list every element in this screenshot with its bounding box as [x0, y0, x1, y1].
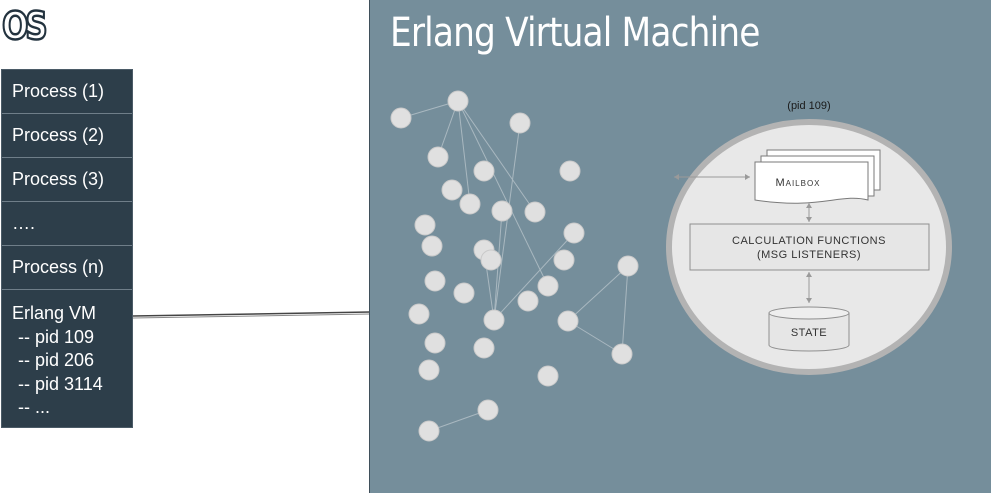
arrowhead-icon: [806, 298, 812, 303]
os-process-list: Process (1) Process (2) Process (3) …. P…: [1, 69, 133, 428]
graph-edge: [493, 122, 521, 321]
graph-node: [424, 270, 446, 292]
process-item: Process (n): [2, 246, 132, 290]
erlang-vm-label: Erlang VM: [12, 303, 97, 323]
mailbox: Mailbox: [754, 149, 881, 204]
graph-node: [524, 201, 546, 223]
graph-edge: [567, 265, 629, 322]
graph-node: [421, 235, 443, 257]
graph-node: [509, 112, 531, 134]
graph-node: [491, 200, 513, 222]
graph-node: [617, 255, 639, 277]
graph-node: [424, 332, 446, 354]
connector-line: [132, 311, 371, 317]
listeners-label: (MSG LISTENERS): [757, 249, 861, 261]
graph-edge: [457, 100, 471, 205]
process-item: Process (1): [2, 70, 132, 114]
calculation-functions-box: [689, 223, 930, 271]
os-logo: OS: [1, 4, 49, 48]
graph-node: [480, 249, 502, 271]
vm-pid-item: -- pid 109: [18, 326, 95, 347]
arrowhead-icon: [806, 272, 812, 277]
process-detail: (pid 109) Mailbox CALCULATION FUNCTIONS …: [666, 100, 952, 375]
graph-node: [559, 160, 581, 182]
arrowhead-icon: [745, 174, 750, 180]
graph-node: [611, 343, 633, 365]
arrowhead-icon: [806, 203, 812, 208]
graph-node: [477, 399, 499, 421]
graph-node: [473, 337, 495, 359]
vm-title: Erlang Virtual Machine: [390, 10, 760, 56]
graph-node: [563, 222, 585, 244]
graph-nodes: [390, 90, 639, 442]
graph-node: [441, 179, 463, 201]
graph-node: [414, 214, 436, 236]
state-cylinder-icon: STATE: [768, 306, 850, 352]
graph-node: [473, 160, 495, 182]
graph-edge: [457, 100, 536, 213]
graph-node: [418, 420, 440, 442]
connector-line: [132, 313, 371, 319]
graph-edge: [493, 232, 575, 321]
graph-edge: [457, 100, 549, 287]
vm-pid-item: -- pid 206: [18, 350, 95, 370]
process-item: Process (2): [2, 114, 132, 158]
graph-node: [557, 310, 579, 332]
pid-label: (pid 109): [787, 100, 830, 112]
graph-node: [408, 303, 430, 325]
erlang-vm-process: Erlang VM -- pid 109 -- pid 206 -- pid 3…: [2, 290, 132, 427]
graph-node: [459, 193, 481, 215]
arrowhead-icon: [806, 217, 812, 222]
graph-node: [453, 282, 475, 304]
vm-pid-item: -- ...: [18, 397, 50, 417]
functions-label: CALCULATION FUNCTIONS: [732, 235, 886, 247]
graph-node: [537, 275, 559, 297]
graph-node: [537, 365, 559, 387]
vm-pid-item: -- pid 3114: [18, 373, 103, 394]
process-item: Process (3): [2, 158, 132, 202]
graph-node: [390, 107, 412, 129]
erlang-vm-panel: Erlang Virtual Machine: [369, 0, 991, 493]
state-cylinder-body: [768, 313, 850, 352]
graph-node: [553, 249, 575, 271]
graph-node: [418, 359, 440, 381]
graph-edge: [621, 265, 629, 355]
graph-node: [517, 290, 539, 312]
state-cylinder-top: [768, 306, 850, 320]
graph-edge: [567, 320, 623, 355]
graph-node: [447, 90, 469, 112]
mailbox-stack-front: [754, 161, 869, 204]
mailbox-label: Mailbox: [775, 177, 820, 189]
arrowhead-icon: [674, 174, 679, 180]
graph-node: [483, 309, 505, 331]
process-item-ellipsis: ….: [2, 202, 132, 246]
graph-node: [427, 146, 449, 168]
process-graph: (pid 109) Mailbox CALCULATION FUNCTIONS …: [390, 90, 952, 442]
state-label: STATE: [791, 327, 827, 339]
